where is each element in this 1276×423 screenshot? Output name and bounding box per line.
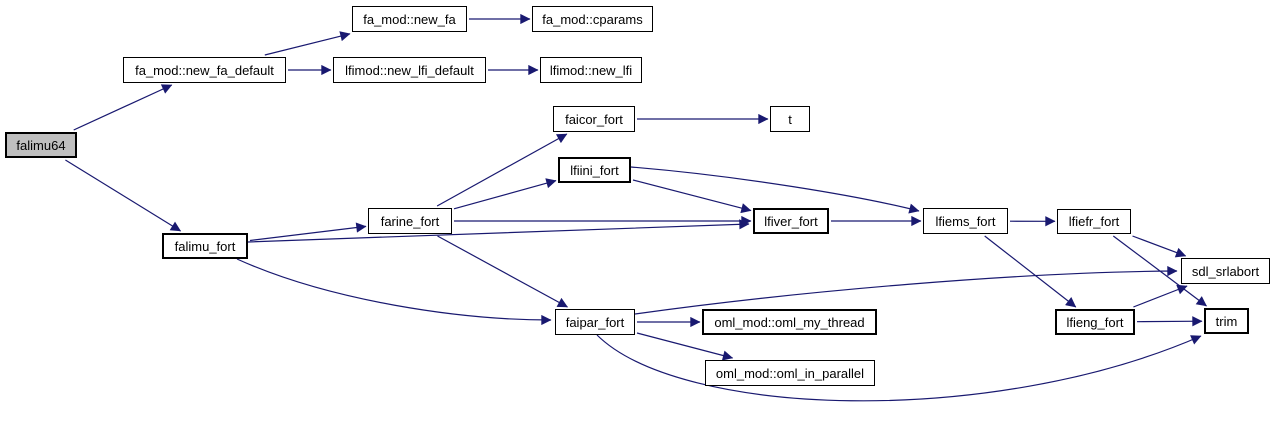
edge-faipar_fort-to-oml_in_parallel — [636, 332, 734, 361]
edge-farine_fort-to-lfiini_fort — [453, 178, 557, 210]
node-lfiini_fort[interactable]: lfiini_fort — [558, 157, 631, 183]
node-lfiefr_fort[interactable]: lfiefr_fort — [1057, 209, 1131, 234]
node-lfiver_fort[interactable]: lfiver_fort — [753, 208, 829, 234]
node-oml_in_parallel[interactable]: oml_mod::oml_in_parallel — [705, 360, 875, 386]
node-label: lfiefr_fort — [1068, 214, 1120, 229]
node-falimu_fort[interactable]: falimu_fort — [162, 233, 248, 259]
node-label: t — [788, 111, 792, 127]
node-label: faipar_fort — [565, 314, 625, 330]
node-new_fa_default[interactable]: fa_mod::new_fa_default — [123, 57, 286, 83]
node-label: lfiini_fort — [570, 162, 619, 178]
node-faipar_fort[interactable]: faipar_fort — [555, 309, 635, 335]
node-oml_my_thread[interactable]: oml_mod::oml_my_thread — [702, 309, 877, 335]
edge-faipar_fort-to-trim — [596, 334, 1202, 402]
node-cparams[interactable]: fa_mod::cparams — [532, 6, 653, 32]
edge-falimu_fort-to-farine_fort — [249, 222, 367, 242]
node-new_lfi_default[interactable]: lfimod::new_lfi_default — [333, 57, 486, 83]
node-label: oml_mod::oml_in_parallel — [715, 365, 865, 381]
edge-faipar_fort-to-sdl_srlabort — [634, 265, 1178, 315]
node-label: fa_mod::cparams — [542, 11, 643, 27]
node-t[interactable]: t — [770, 106, 810, 132]
node-label: farine_fort — [380, 213, 440, 229]
node-label: falimu_fort — [174, 238, 236, 254]
node-label: faicor_fort — [565, 111, 623, 127]
node-label: falimu64 — [16, 137, 66, 153]
node-label: lfimod::new_lfi — [549, 62, 633, 78]
node-new_lfi[interactable]: lfimod::new_lfi — [540, 57, 642, 83]
edge-falimu_fort-to-lfiver_fort — [247, 219, 750, 243]
node-lfiems_fort[interactable]: lfiems_fort — [923, 208, 1008, 234]
node-label: lfiver_fort — [764, 213, 818, 229]
node-trim[interactable]: trim — [1204, 308, 1249, 334]
edge-lfiefr_fort-to-sdl_srlabort — [1132, 235, 1187, 258]
edge-farine_fort-to-faicor_fort — [436, 133, 568, 207]
edge-new_fa_default-to-new_fa — [264, 31, 351, 56]
node-farine_fort[interactable]: farine_fort — [368, 208, 452, 234]
node-label: fa_mod::new_fa_default — [135, 62, 274, 78]
edge-lfieng_fort-to-sdl_srlabort — [1133, 284, 1188, 308]
node-label: lfieng_fort — [1066, 314, 1124, 330]
edge-falimu64-to-new_fa_default — [73, 84, 173, 131]
node-label: trim — [1215, 313, 1238, 329]
edge-falimu64-to-falimu_fort — [65, 159, 182, 232]
node-new_fa[interactable]: fa_mod::new_fa — [352, 6, 467, 32]
node-falimu64: falimu64 — [5, 132, 77, 158]
edge-lfiini_fort-to-lfiver_fort — [632, 179, 752, 214]
node-sdl_srlabort[interactable]: sdl_srlabort — [1181, 258, 1270, 284]
node-label: lfiems_fort — [935, 213, 996, 229]
edge-lfiems_fort-to-lfieng_fort — [984, 235, 1077, 308]
node-lfieng_fort[interactable]: lfieng_fort — [1055, 309, 1135, 335]
edge-lfieng_fort-to-trim — [1136, 316, 1203, 327]
node-label: lfimod::new_lfi_default — [345, 62, 474, 78]
node-label: oml_mod::oml_my_thread — [714, 314, 865, 330]
node-label: fa_mod::new_fa — [363, 11, 456, 27]
edge-falimu_fort-to-faipar_fort — [236, 258, 552, 326]
edge-lfiini_fort-to-lfiems_fort — [630, 166, 920, 214]
edge-farine_fort-to-faipar_fort — [437, 235, 568, 308]
node-faicor_fort[interactable]: faicor_fort — [553, 106, 635, 132]
node-label: sdl_srlabort — [1191, 263, 1260, 279]
